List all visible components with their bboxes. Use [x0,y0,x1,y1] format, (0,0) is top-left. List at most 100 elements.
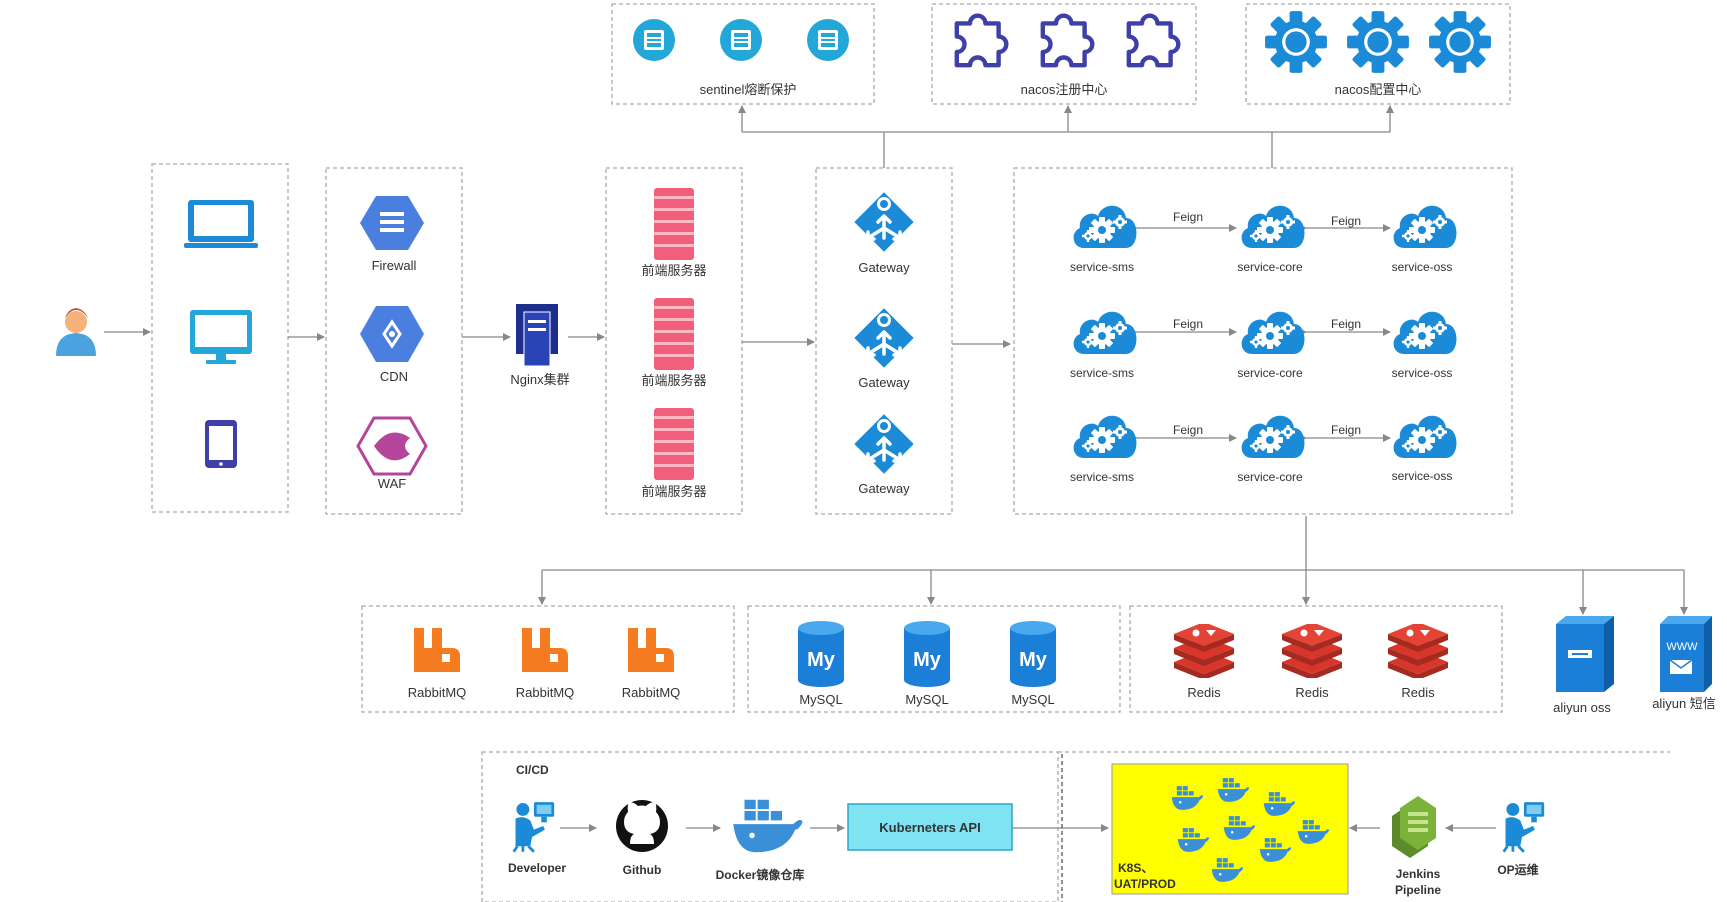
service-oss-label: service-oss [1392,366,1453,380]
jenkins-label-line2: Pipeline [1395,883,1441,897]
services-group [1013,167,1513,515]
frontend-server-label: 前端服务器 [641,263,706,278]
redis-label: Redis [1295,685,1329,700]
cicd-group [481,751,1059,902]
mysql-icon: My [904,621,950,687]
sentinel-icon [807,19,849,61]
cdn-icon [360,306,424,362]
service-oss-label: service-oss [1392,260,1453,274]
redis-label: Redis [1401,685,1435,700]
redis-label: Redis [1187,685,1221,700]
nacos-config-label: nacos配置中心 [1335,82,1422,97]
docker-icon [733,799,803,853]
frontend-server-label: 前端服务器 [641,373,706,388]
k8s-env-label-line1: K8S、 [1118,861,1153,875]
service-core-label: service-core [1237,366,1303,380]
service-cloud-icon [1393,415,1457,458]
kubernetes-api-box [847,803,1013,851]
gear-icon [1347,11,1409,73]
mysql-label: MySQL [799,692,842,707]
redis-group [1129,605,1503,713]
service-sms-label: service-sms [1070,470,1134,484]
service-core-label: service-core [1237,470,1303,484]
rabbitmq-icon [522,628,568,672]
mysql-icon: My [798,621,844,687]
jenkins-label-line1: Jenkins [1396,867,1441,881]
op-person-icon [1502,800,1546,854]
github-icon [616,800,668,852]
service-row-2: service-sms service-core service-oss Fei… [1070,311,1457,380]
kubernetes-api-label: Kuberneters API [879,820,980,835]
frontend-server-icon [654,298,694,370]
service-sms-label: service-sms [1070,366,1134,380]
service-cloud-icon [1073,311,1137,354]
feign-label: Feign [1331,317,1361,331]
nginx-label: Nginx集群 [510,372,569,387]
gateway-group [815,167,953,515]
frontend-group [605,167,743,515]
service-cloud-icon [1073,205,1137,248]
service-cloud-icon [1073,415,1137,458]
frontend-server-label: 前端服务器 [641,484,706,499]
service-cloud-icon [1393,205,1457,248]
gateway-icon [852,306,916,370]
docker-label: Docker镜像仓库 [716,867,805,882]
gateway-label: Gateway [858,481,910,496]
sentinel-icon [633,19,675,61]
laptop-icon [184,200,258,248]
service-row-1: service-sms service-core service-oss Fei… [1070,205,1457,274]
op-label: OP运维 [1497,862,1538,877]
feign-label: Feign [1331,214,1361,228]
rabbitmq-icon [414,628,460,672]
rabbitmq-label: RabbitMQ [516,685,575,700]
gear-icon [1429,11,1491,73]
cicd-title: CI/CD [516,763,549,777]
sentinel-icon [720,19,762,61]
containers [151,3,1670,902]
redis-icon [1388,624,1448,678]
aliyun-sms-label: aliyun 短信 [1652,696,1716,711]
service-cloud-icon [1241,311,1305,354]
rabbitmq-group [361,605,735,713]
mysql-label: MySQL [1011,692,1054,707]
mysql-icon-text: My [913,649,942,671]
mysql-icon: My [1010,621,1056,687]
rabbitmq-label: RabbitMQ [408,685,467,700]
gateway-label: Gateway [858,260,910,275]
tablet-icon [205,420,237,468]
rabbitmq-label: RabbitMQ [622,685,681,700]
gateway-icon [852,412,916,476]
frontend-server-icon [654,188,694,260]
puzzle-icon [1129,16,1179,65]
redis-icon [1282,624,1342,678]
feign-label: Feign [1173,210,1203,224]
feign-label: Feign [1173,317,1203,331]
rabbitmq-icon [628,628,674,672]
gateway-icon [852,190,916,254]
service-cloud-icon [1393,311,1457,354]
mysql-label: MySQL [905,692,948,707]
cdn-label: CDN [380,369,408,384]
sentinel-group [611,3,875,105]
feign-label: Feign [1173,423,1203,437]
redis-icon [1174,624,1234,678]
github-label: Github [623,863,662,877]
service-core-label: service-core [1237,260,1303,274]
connections [104,105,1688,832]
gear-icon [1265,11,1327,73]
nginx-cluster-icon [516,304,558,367]
user-icon [56,308,96,356]
service-cloud-icon [1241,205,1305,248]
client-devices-group [151,163,289,513]
security-group [325,167,463,515]
service-sms-label: service-sms [1070,260,1134,274]
desktop-monitor-icon [190,310,252,364]
k8s-env-label-line2: UAT/PROD [1114,877,1176,891]
sentinel-label: sentinel熔断保护 [700,82,797,97]
aliyun-oss-icon [1556,616,1614,692]
waf-label: WAF [378,476,406,491]
gateway-label: Gateway [858,375,910,390]
aliyun-sms-icon: WWW [1660,616,1712,692]
